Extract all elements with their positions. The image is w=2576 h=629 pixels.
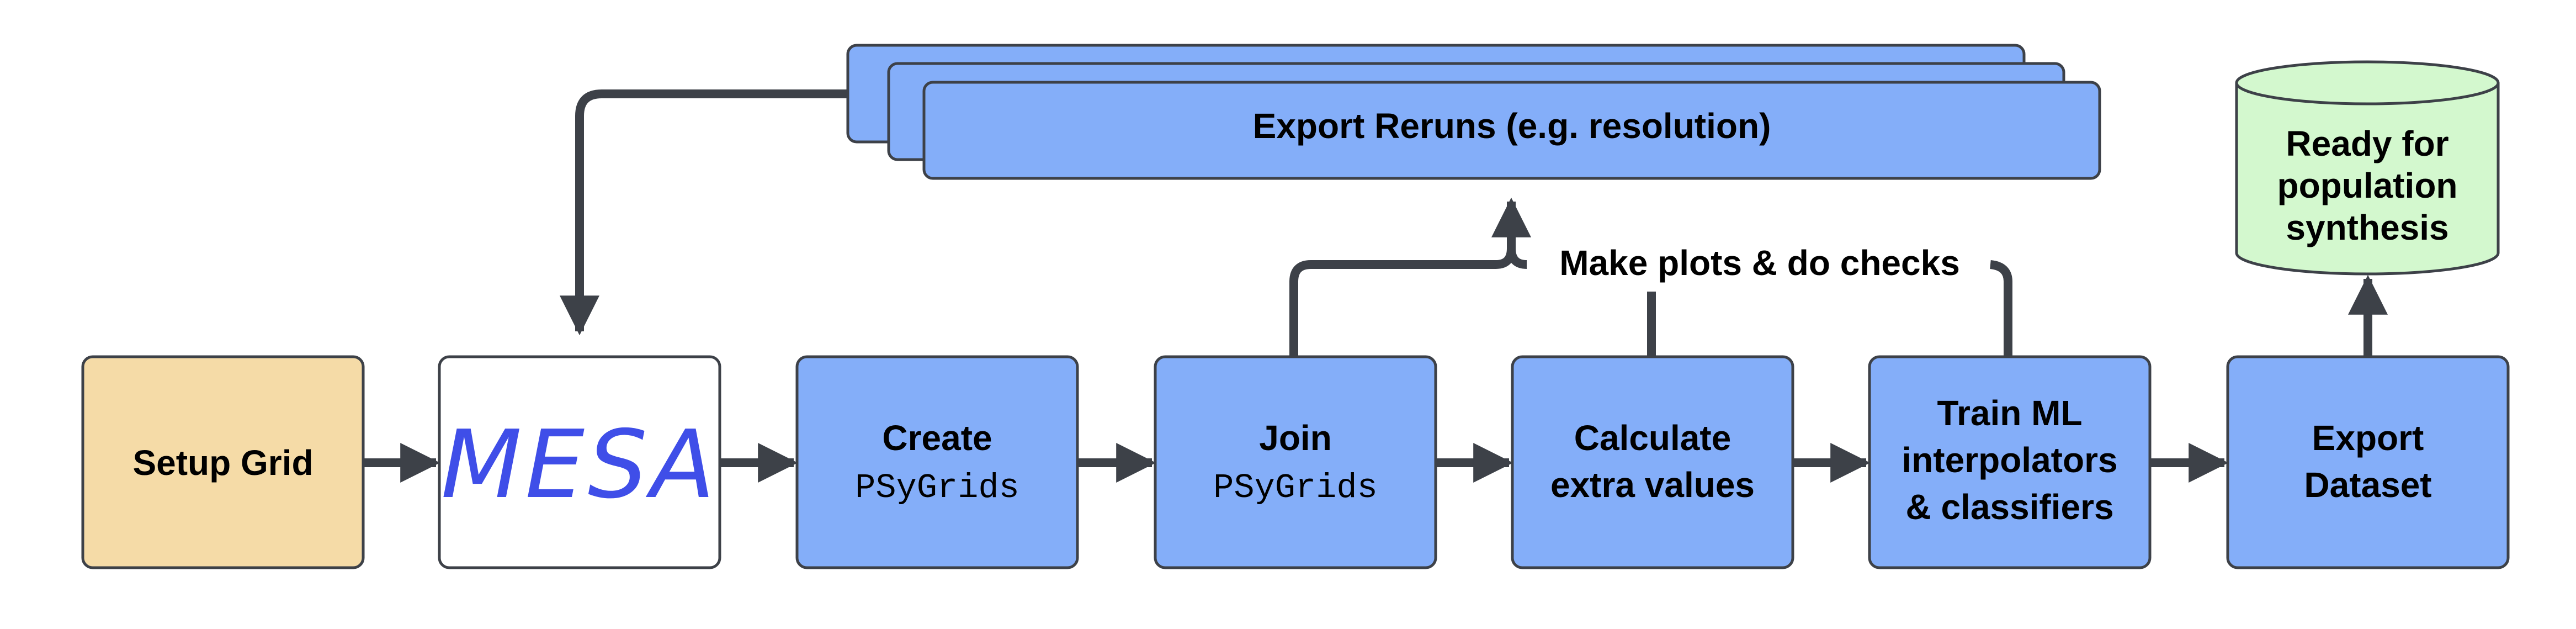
export-reruns-stack: Export Reruns (e.g. resolution): [846, 44, 2101, 180]
node-train-ml: Train ML interpolators & classifiers: [1868, 355, 2152, 569]
node-mesa: MESA: [438, 355, 721, 569]
node-export-dataset: Export Dataset: [2226, 355, 2510, 569]
edge-join-to-reruns: [1289, 197, 1531, 357]
calculate-label-1: Calculate: [1574, 418, 1732, 458]
calculate-label-2: extra values: [1550, 465, 1755, 505]
node-ready-for-population-synthesis: Ready for population synthesis: [2235, 60, 2500, 276]
export-label-1: Export: [2312, 418, 2424, 458]
train-label-3: & classifiers: [1905, 487, 2113, 527]
node-calculate-extra-values: Calculate extra values: [1511, 355, 1794, 569]
edge-brace: [1507, 248, 1527, 269]
create-code-label: PSyGrids: [855, 468, 1019, 508]
checks-label: Make plots & do checks: [1559, 243, 1960, 283]
export-label-2: Dataset: [2304, 465, 2431, 505]
reruns-label: Export Reruns (e.g. resolution): [1253, 106, 1771, 146]
setup-grid-label: Setup Grid: [132, 443, 313, 483]
node-join-psygrids: Join PSyGrids: [1154, 355, 1437, 569]
cylinder-top: [2235, 60, 2500, 105]
train-label-2: interpolators: [1902, 440, 2117, 480]
flow-arrows: [363, 274, 2388, 483]
train-label-1: Train ML: [1937, 393, 2082, 433]
edge-reruns-to-mesa: [560, 89, 848, 336]
node-setup-grid: Setup Grid: [81, 355, 365, 569]
reruns-card-front: [922, 81, 2101, 180]
create-label: Create: [882, 418, 992, 458]
cylinder-body: [2235, 83, 2500, 276]
ready-label-3: synthesis: [2286, 208, 2448, 247]
mesa-logo: MESA: [441, 410, 718, 520]
node-create-psygrids: Create PSyGrids: [795, 355, 1079, 569]
join-label: Join: [1259, 418, 1332, 458]
ready-label-1: Ready for: [2286, 124, 2448, 163]
join-code-label: PSyGrids: [1213, 468, 1378, 508]
edge-train-checks: [1989, 260, 2012, 357]
ready-label-2: population: [2277, 166, 2457, 205]
